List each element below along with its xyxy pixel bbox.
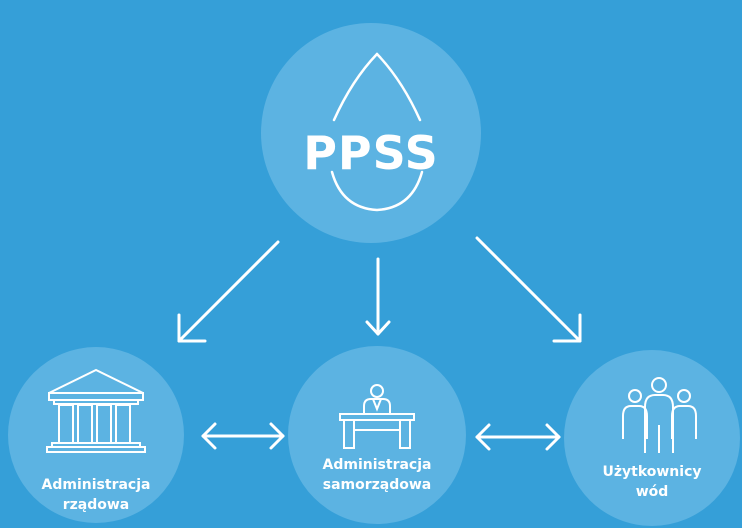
government-label-line-1: Administracja: [41, 477, 151, 493]
double-arrow-government-local: [201, 422, 285, 450]
water-users-label-line-2: wód: [635, 484, 669, 500]
water-users-label-line-1: Użytkownicy: [602, 464, 702, 480]
arrow-to-local-government: [365, 257, 391, 336]
ppss-title: PPSS: [303, 126, 439, 180]
official-desk-icon: [339, 384, 415, 449]
local-government-circle: [288, 346, 466, 524]
government-label-line-2: rządowa: [62, 497, 130, 513]
arrow-to-water-users: [475, 236, 582, 343]
government-building-icon: [46, 368, 146, 453]
local-government-label-line-1: Administracja: [322, 457, 432, 473]
local-government-label-line-2: samorządowa: [322, 477, 432, 493]
people-group-icon: [622, 377, 697, 453]
water-users-circle: [564, 350, 740, 526]
local-government-label: Administracja samorządowa: [307, 455, 447, 495]
water-drop-icon: [330, 52, 424, 212]
arrow-to-government: [177, 240, 280, 343]
water-users-label: Użytkownicy wód: [592, 462, 712, 502]
double-arrow-local-users: [475, 423, 561, 451]
government-label: Administracja rządowa: [36, 475, 156, 515]
